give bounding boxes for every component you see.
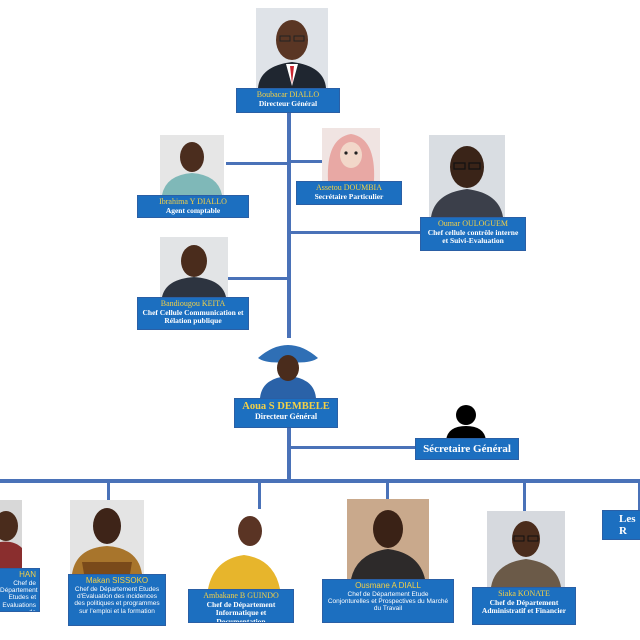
connector-main-upper — [287, 112, 291, 342]
photo-d5 — [487, 511, 565, 587]
name-label: Aoua S DEMBELE — [242, 401, 330, 412]
photo-d1 — [0, 500, 22, 568]
person-portrait-icon — [160, 135, 224, 195]
box-department-d6: Les R — [602, 510, 640, 540]
box-boubacar-diallo: Boubacar DIALLO Directeur Général — [236, 88, 340, 113]
connector-d3 — [258, 481, 261, 509]
connector-d2 — [107, 481, 110, 501]
connector-assetou — [289, 160, 323, 163]
connector-bandiougou — [226, 277, 289, 280]
connector-secretary — [289, 446, 417, 449]
photo-d4 — [347, 499, 429, 579]
name-label: HAN — [19, 570, 36, 579]
photo-assetou — [322, 128, 380, 181]
photo-bandiougou — [160, 237, 228, 297]
connector-ibrahima — [226, 162, 289, 165]
name-label: Oumar OULOGUEM — [438, 219, 508, 228]
box-secretaire-general: Sécretaire Général — [415, 438, 519, 460]
name-label: Ousmane A DIALL — [355, 581, 421, 590]
person-portrait-icon — [429, 135, 505, 217]
box-oumar-ouloguem: Oumar OULOGUEM Chef cellule contrôle int… — [420, 217, 526, 251]
person-portrait-icon — [487, 511, 565, 587]
photo-d3 — [204, 509, 284, 589]
title-label: Chef de Département Administratif et Fin… — [481, 597, 567, 616]
title-label: Chef de Département Informatique et Docu… — [206, 599, 276, 623]
connector-d6 — [638, 481, 640, 511]
box-bandiougou-keita: Bandiougou KEITA Chef Cellule Communicat… — [137, 297, 249, 330]
person-portrait-icon — [254, 338, 322, 398]
box-aoua-dembele: Aoua S DEMBELE Directeur Général — [234, 398, 338, 428]
name-label: Boubacar DIALLO — [256, 90, 320, 99]
person-portrait-icon — [322, 128, 380, 181]
photo-oumar — [429, 135, 505, 217]
connector-main-lower — [287, 428, 291, 482]
box-department-d1: HAN Chef de Département Etudes et Evalua… — [0, 568, 40, 612]
box-siaka-konate: Siaka KONATE Chef de Département Adminis… — [472, 587, 576, 625]
title-label: Chef de Département Etude Conjonturelles… — [327, 590, 449, 613]
title-label: Chef cellule contrôle interne et Suivi-E… — [427, 227, 519, 246]
box-ibrahima-diallo: Ibrahima Y DIALLO Agent comptable — [137, 195, 249, 218]
connector-d5 — [523, 481, 526, 511]
person-icon — [444, 404, 488, 440]
title-label: Directeur Général — [258, 98, 318, 108]
title-label: Chef Cellule Communication et Rélation p… — [142, 307, 244, 326]
person-portrait-icon — [70, 500, 144, 574]
name-label: Makan SISSOKO — [85, 576, 149, 585]
box-ousmane-diall: Ousmane A DIALL Chef de Département Etud… — [322, 579, 454, 623]
photo-aoua — [254, 338, 322, 398]
box-ambakane-guindo: Ambakane B GUINDO Chef de Département In… — [188, 589, 294, 623]
person-portrait-icon — [204, 509, 284, 589]
name-label: Les R — [619, 513, 636, 538]
name-label: Siaka KONATE — [498, 589, 550, 598]
photo-d2 — [70, 500, 144, 574]
person-portrait-icon — [347, 499, 429, 579]
title-label: Agent comptable — [165, 205, 221, 215]
connector-departments-bar — [0, 479, 640, 483]
name-label: Bandiougou KEITA — [160, 299, 226, 308]
name-label: Ibrahima Y DIALLO — [159, 197, 227, 206]
title-label: Chef de Département Etudes d'Evaluation … — [74, 585, 160, 615]
connector-d4 — [386, 481, 389, 499]
title-label: Directeur Général — [254, 411, 318, 421]
connector-oumar — [289, 231, 430, 234]
person-portrait-icon — [0, 500, 22, 568]
box-makan-sissoko: Makan SISSOKO Chef de Département Etudes… — [68, 574, 166, 626]
name-label: Assetou DOUMBIA — [316, 183, 382, 192]
person-portrait-icon — [160, 237, 228, 297]
photo-boubacar — [256, 8, 328, 88]
title-label: Secrétaire Particulier — [314, 191, 384, 201]
photo-ibrahima — [160, 135, 224, 195]
title-label: Chef de Département Etudes et Evaluation… — [0, 579, 38, 611]
name-label: Sécretaire Général — [423, 443, 511, 455]
box-assetou-doumbia: Assetou DOUMBIA Secrétaire Particulier — [296, 181, 402, 205]
person-portrait-icon — [256, 8, 328, 88]
name-label: Ambakane B GUINDO — [203, 591, 279, 600]
